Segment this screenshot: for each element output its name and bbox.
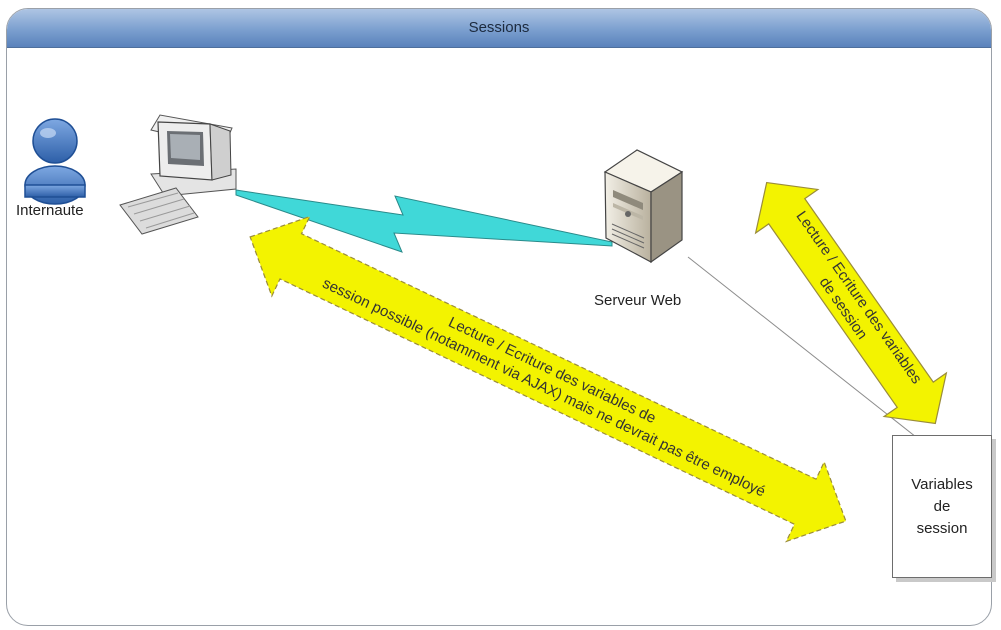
server-label: Serveur Web	[594, 292, 682, 309]
server-session-arrow	[754, 181, 948, 425]
session-variables-box: Variables de session	[892, 435, 992, 578]
session-variables-label: Variables de session	[911, 475, 973, 537]
computer-icon	[119, 114, 237, 235]
diagram-frame: Sessions	[6, 8, 992, 626]
server-icon	[603, 149, 684, 264]
client-session-arrow	[249, 215, 847, 543]
title-bar	[7, 9, 991, 48]
internaute-label: Internaute	[16, 202, 84, 219]
server-to-variables-line	[687, 256, 917, 438]
diagram-title: Sessions	[468, 19, 530, 36]
network-link	[235, 189, 613, 253]
user-icon	[24, 118, 86, 205]
